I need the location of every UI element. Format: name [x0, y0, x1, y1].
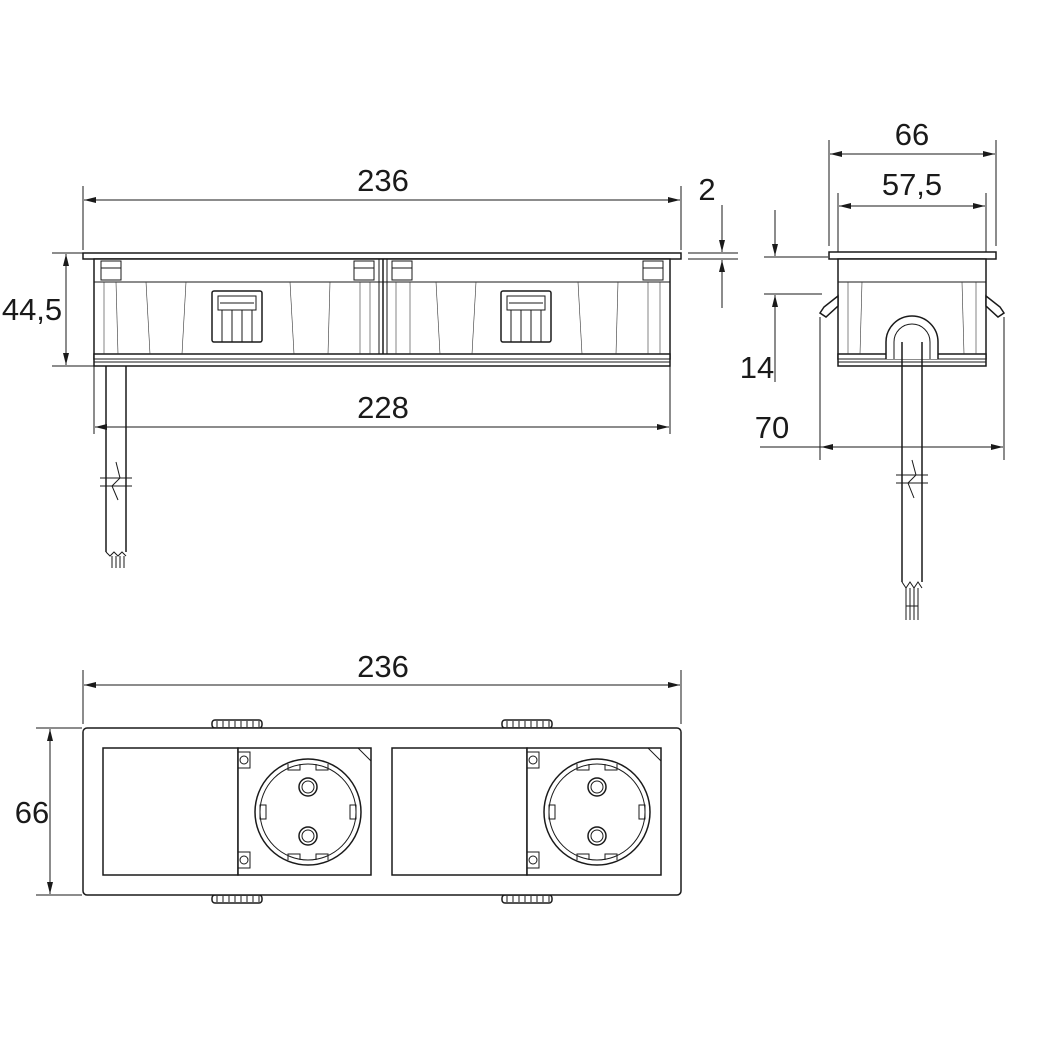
dim-front-width-label: 236 — [357, 163, 409, 198]
side-view: 66 57,5 14 — [740, 117, 1006, 620]
side-flange — [828, 251, 997, 260]
dim-top-width: 236 — [82, 649, 682, 724]
socket-right — [543, 758, 651, 866]
front-clip-right — [500, 290, 552, 343]
socket-left — [254, 758, 362, 866]
dim-top-width-label: 236 — [357, 649, 409, 684]
side-clip-left — [818, 294, 839, 318]
dim-side-clip-span-label: 70 — [755, 410, 789, 445]
dim-side-clip-span: 70 — [755, 317, 1005, 460]
front-body — [93, 258, 671, 360]
side-cable — [896, 342, 928, 620]
module-right — [391, 747, 662, 876]
dim-front-body-width-label: 228 — [357, 390, 409, 425]
dim-front-width: 236 — [82, 163, 682, 250]
top-view: 236 66 — [15, 649, 682, 904]
dim-side-body-depth-label: 57,5 — [882, 167, 942, 202]
dim-top-depth-label: 66 — [15, 795, 49, 830]
side-clip-right — [985, 294, 1006, 318]
front-cable — [100, 366, 132, 568]
dim-side-depth: 66 — [828, 117, 997, 246]
front-clip-left — [211, 290, 263, 343]
front-body-hatching — [103, 281, 661, 355]
lid-right — [391, 747, 528, 876]
dim-side-cutout: 14 — [740, 210, 828, 385]
front-flange — [82, 252, 682, 260]
top-clips — [211, 719, 553, 904]
dim-flange-label: 2 — [698, 172, 715, 207]
dim-front-body-width: 228 — [93, 366, 671, 434]
lid-left — [102, 747, 239, 876]
dim-top-depth: 66 — [15, 727, 82, 896]
dim-side-body-depth: 57,5 — [837, 167, 987, 252]
module-left — [102, 747, 372, 876]
dim-side-cutout-label: 14 — [740, 350, 774, 385]
dim-side-depth-label: 66 — [895, 117, 929, 152]
dim-front-height: 44,5 — [2, 252, 96, 367]
dim-front-height-label: 44,5 — [2, 292, 62, 327]
front-view: 236 2 44,5 — [2, 163, 738, 568]
dim-flange: 2 — [688, 172, 738, 308]
